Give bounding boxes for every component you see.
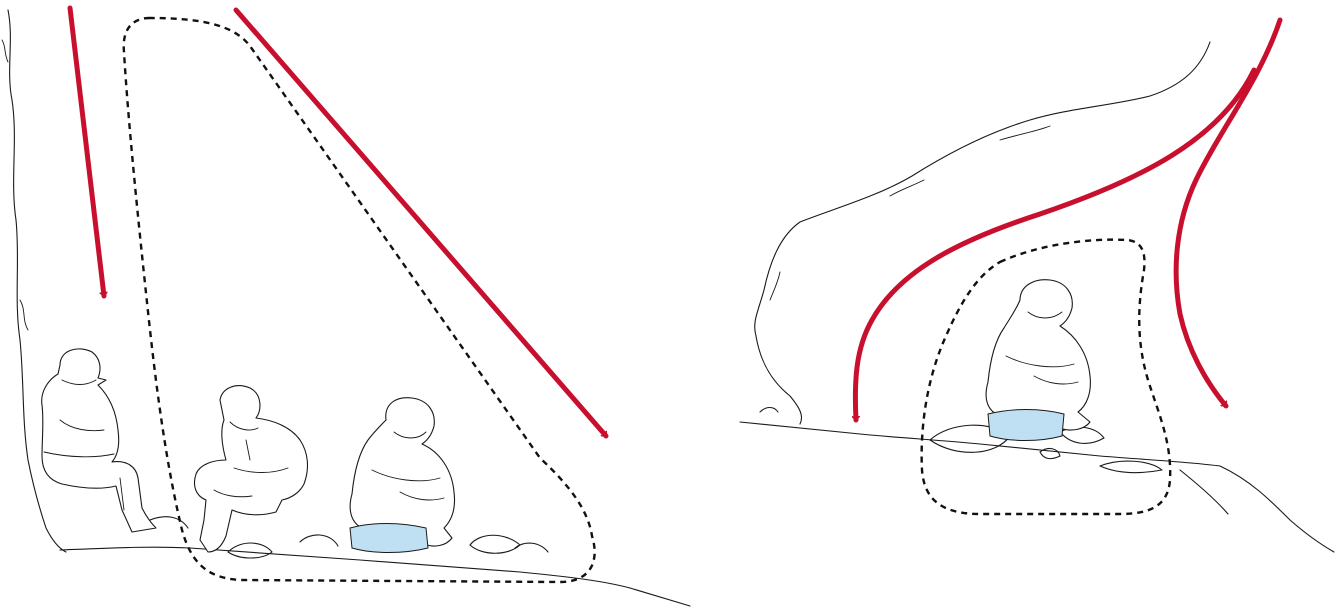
right-panel: [740, 20, 1334, 552]
left-panel: [2, 8, 690, 606]
cliff-edge-detail: [2, 40, 28, 330]
wind-arrow-left-1: [70, 8, 104, 296]
person-2: [194, 386, 307, 552]
person-4: [986, 280, 1090, 441]
sit-pad-left: [350, 524, 428, 553]
person-3: [350, 398, 455, 553]
person-1: [42, 349, 156, 532]
person-2-body: [194, 386, 307, 552]
wind-arrow-left-2: [236, 10, 606, 436]
person-1-body: [42, 349, 156, 532]
ground-line-right: [740, 422, 1334, 552]
sit-pad-right: [988, 410, 1064, 441]
wind-arrow-right-2: [1176, 20, 1280, 406]
person-4-body: [986, 280, 1090, 430]
